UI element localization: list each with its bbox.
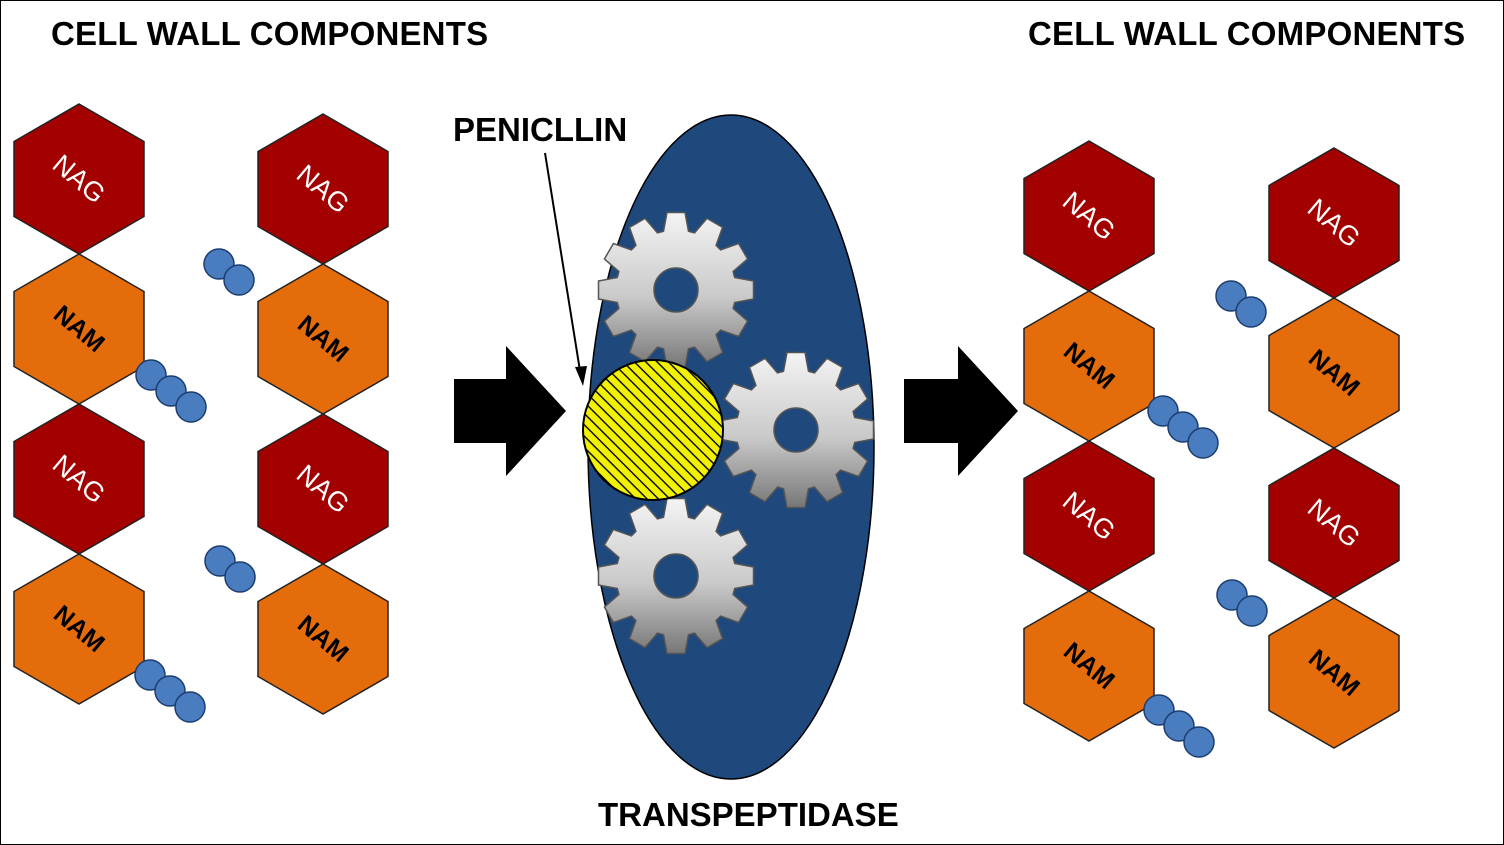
nag-sugar: NAG — [13, 103, 145, 255]
penicillin-pointer-arrow — [544, 152, 582, 378]
gears-group — [597, 211, 875, 655]
amino-acid-bead — [175, 391, 207, 423]
gear-icon — [597, 211, 755, 369]
amino-acid-bead — [1236, 595, 1268, 627]
right-arrow-icon — [454, 346, 566, 476]
nam-hexagon — [257, 563, 389, 715]
nam-sugar: NAM — [13, 253, 145, 405]
nam-hexagon — [13, 553, 145, 705]
gear-hole — [653, 267, 699, 313]
peptide-chain — [135, 359, 207, 423]
nag-sugar: NAG — [257, 113, 389, 265]
peptide-chain — [1216, 579, 1268, 627]
hatched-circle-icon — [582, 359, 724, 501]
right-title: CELL WALL COMPONENTS — [1028, 15, 1466, 52]
peptide-chain — [1215, 280, 1267, 328]
gear-icon — [717, 351, 875, 509]
peptide-chain — [1143, 694, 1215, 758]
nam-sugar: NAM — [257, 563, 389, 715]
gear-icon — [597, 497, 755, 655]
nam-sugar: NAM — [257, 263, 389, 415]
amino-acid-bead — [1235, 296, 1267, 328]
gear-hole — [653, 553, 699, 599]
nag-sugar: NAG — [257, 413, 389, 565]
gear-hole — [773, 407, 819, 453]
amino-acid-bead — [224, 561, 256, 593]
nam-sugar: NAM — [13, 553, 145, 705]
nam-sugar: NAM — [1268, 597, 1400, 749]
nag-sugar: NAG — [1023, 440, 1155, 592]
peptide-chain — [134, 659, 206, 723]
peptide-chain — [204, 545, 256, 593]
nam-sugar: NAM — [1023, 290, 1155, 442]
nag-sugar: NAG — [1268, 447, 1400, 599]
amino-acid-bead — [1187, 427, 1219, 459]
nam-sugar: NAM — [1023, 590, 1155, 742]
cell-wall-chains: NAGNAMNAGNAMNAGNAMNAGNAMNAGNAMNAGNAMNAGN… — [13, 103, 1400, 758]
penicillin-pointer-arrowhead — [575, 366, 587, 386]
penicillin-label: PENICLLIN — [453, 111, 628, 148]
left-title: CELL WALL COMPONENTS — [51, 15, 489, 52]
nam-sugar: NAM — [1268, 297, 1400, 449]
nag-sugar: NAG — [13, 403, 145, 555]
nam-hexagon — [1268, 597, 1400, 749]
nam-hexagon — [1023, 590, 1155, 742]
peptide-chain — [1147, 395, 1219, 459]
nag-sugar: NAG — [1023, 140, 1155, 292]
nag-sugar: NAG — [1268, 147, 1400, 299]
amino-acid-bead — [223, 264, 255, 296]
transpeptidase-label: TRANSPEPTIDASE — [598, 796, 899, 833]
amino-acid-bead — [174, 691, 206, 723]
right-arrow-icon — [904, 346, 1018, 476]
amino-acid-bead — [1183, 726, 1215, 758]
peptide-chain — [203, 248, 255, 296]
